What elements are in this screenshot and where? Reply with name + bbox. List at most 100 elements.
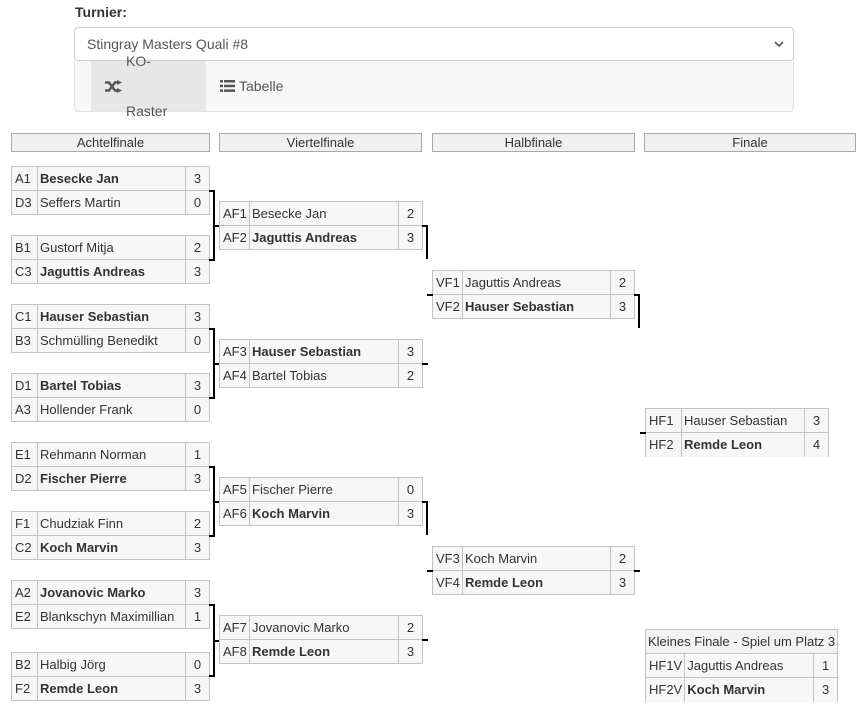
player-code: C1 — [11, 304, 38, 329]
tournament-select[interactable]: Stingray Masters Quali #8 — [74, 27, 794, 61]
player-score: 3 — [185, 580, 210, 605]
player-code: HF1V — [644, 653, 686, 678]
player-code: D3 — [11, 190, 38, 215]
player-name: Remde Leon — [681, 432, 805, 457]
player-name: Jaguttis Andreas — [37, 259, 186, 284]
bracket-connector — [426, 225, 428, 259]
player-name: Jaguttis Andreas — [684, 653, 815, 678]
bracket-connector — [426, 501, 428, 535]
player-score: 3 — [185, 259, 210, 284]
player-name: Jaguttis Andreas — [249, 225, 399, 250]
player-score: 3 — [185, 373, 210, 398]
bracket-connector — [209, 328, 215, 330]
round-header-achtelfinale: Achtelfinale — [11, 133, 210, 152]
kleines-finale-caption: Kleines Finale - Spiel um Platz 3 — [644, 629, 839, 654]
player-code: D2 — [11, 466, 38, 491]
player-name: Hauser Sebastian — [462, 294, 611, 319]
player-code: AF3 — [219, 339, 250, 364]
bracket-connector — [213, 640, 219, 642]
player-code: A1 — [11, 166, 38, 191]
player-score: 3 — [185, 535, 210, 560]
chevron-down-icon — [772, 28, 786, 60]
player-code: AF8 — [219, 639, 250, 664]
player-score: 1 — [185, 442, 210, 467]
player-code: E2 — [11, 604, 38, 629]
player-code: VF1 — [432, 270, 463, 295]
player-score: 1 — [813, 653, 839, 678]
bracket-connector — [638, 294, 640, 328]
match-player-row: HF1 Hauser Sebastian 3 — [645, 408, 829, 433]
player-name: Koch Marvin — [684, 677, 815, 702]
player-code: HF1 — [645, 408, 682, 433]
bracket-connector — [209, 675, 215, 677]
match-finale: HF1 Hauser Sebastian 3 HF2 Remde Leon 4 — [645, 408, 829, 457]
player-score: 1 — [185, 604, 210, 629]
player-name: Halbig Jörg — [37, 652, 186, 677]
bracket-connector — [209, 466, 215, 468]
player-code: C2 — [11, 535, 38, 560]
player-code: AF6 — [219, 501, 250, 526]
player-code: HF2V — [644, 677, 686, 702]
player-name: Bartel Tobias — [37, 373, 186, 398]
player-name: Hauser Sebastian — [249, 339, 399, 364]
player-code: VF3 — [432, 546, 463, 571]
bracket-connector — [422, 225, 428, 227]
bracket-connector — [634, 570, 640, 572]
player-code: VF2 — [432, 294, 463, 319]
bracket-connector — [427, 570, 433, 572]
match-kleines-finale: Kleines Finale - Spiel um Platz 3 HF1V J… — [644, 629, 839, 702]
player-name: Rehmann Norman — [37, 442, 186, 467]
player-score: 3 — [610, 570, 635, 595]
tournament-label: Turnier: — [75, 4, 127, 20]
player-code: AF7 — [219, 615, 250, 640]
player-code: VF4 — [432, 570, 463, 595]
player-code: AF1 — [219, 201, 250, 226]
tab-ko-raster[interactable]: KO-Raster — [91, 53, 206, 119]
player-name: Fischer Pierre — [37, 466, 186, 491]
player-name: Besecke Jan — [249, 201, 399, 226]
player-score: 3 — [398, 501, 423, 526]
player-score: 3 — [813, 677, 839, 702]
player-name: Hauser Sebastian — [37, 304, 186, 329]
player-name: Remde Leon — [249, 639, 399, 664]
player-score: 3 — [398, 339, 423, 364]
bracket-connector — [213, 363, 219, 365]
bracket-connector — [422, 363, 428, 365]
player-name: Schmülling Benedikt — [37, 328, 186, 353]
player-code: E1 — [11, 442, 38, 467]
player-code: B2 — [11, 652, 38, 677]
player-name: Gustorf Mitja — [37, 235, 186, 260]
player-name: Remde Leon — [462, 570, 611, 595]
player-name: Remde Leon — [37, 676, 186, 701]
bracket-connector — [640, 432, 646, 434]
player-name: Chudziak Finn — [37, 511, 186, 536]
tab-tabelle[interactable]: Tabelle — [206, 61, 297, 111]
tab-ko-raster-label: KO-Raster — [126, 53, 168, 119]
match-player-row: HF2 Remde Leon 4 — [645, 432, 829, 457]
player-code: A3 — [11, 397, 38, 422]
bracket-connector — [634, 294, 640, 296]
player-score: 2 — [398, 201, 423, 226]
